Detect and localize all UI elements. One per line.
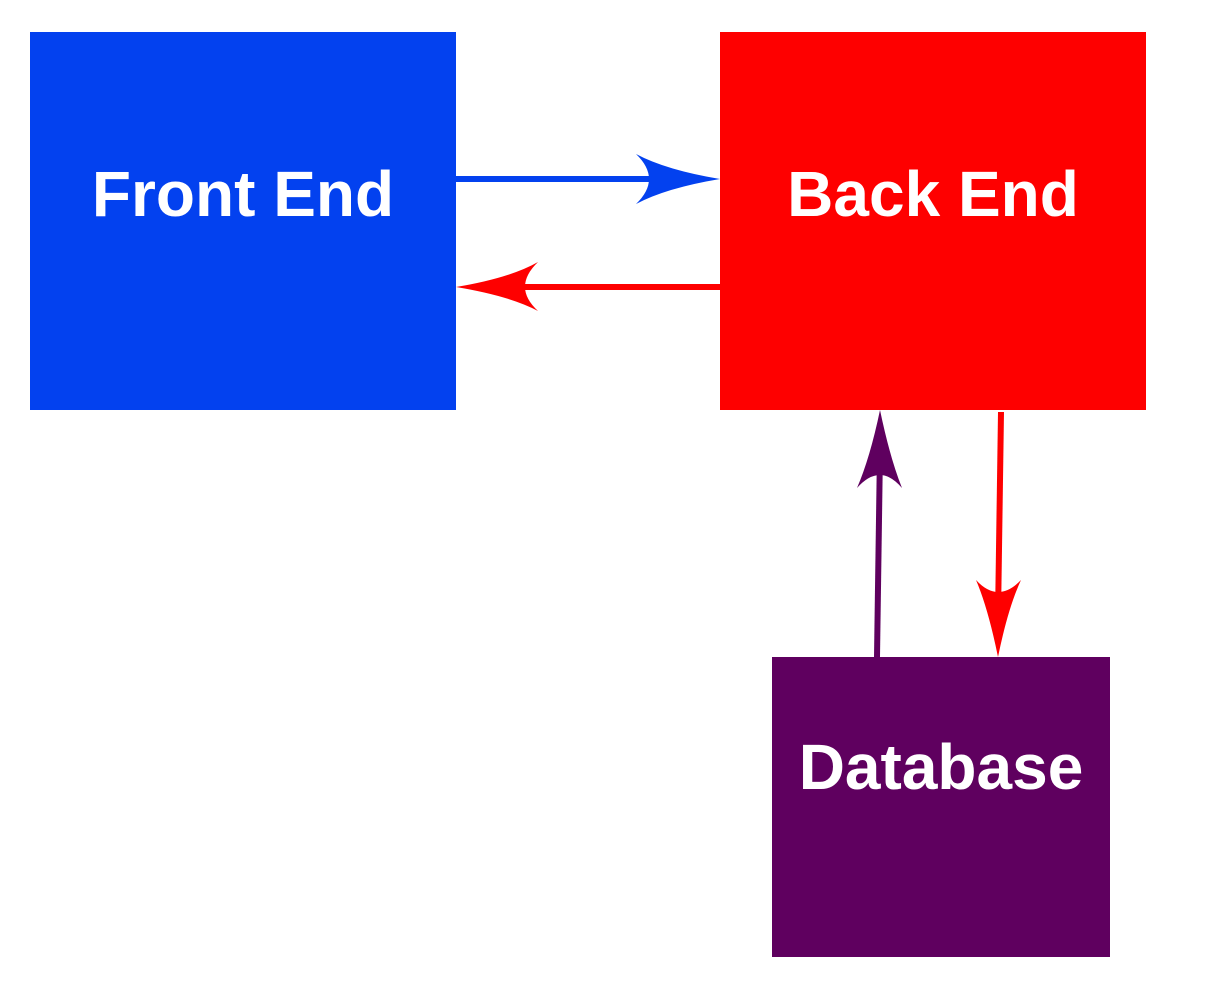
- edge-backend-to-frontend: [456, 262, 720, 311]
- backend-box: Back End: [720, 32, 1146, 410]
- edge-database-to-backend: [857, 410, 902, 658]
- database-label: Database: [798, 731, 1084, 803]
- database-box: Database: [772, 657, 1110, 957]
- edge-frontend-to-backend: [456, 154, 720, 204]
- backend-label: Back End: [787, 158, 1079, 230]
- frontend-box: Front End: [30, 32, 456, 410]
- frontend-label: Front End: [91, 158, 395, 230]
- edge-backend-to-database: [976, 411, 1021, 657]
